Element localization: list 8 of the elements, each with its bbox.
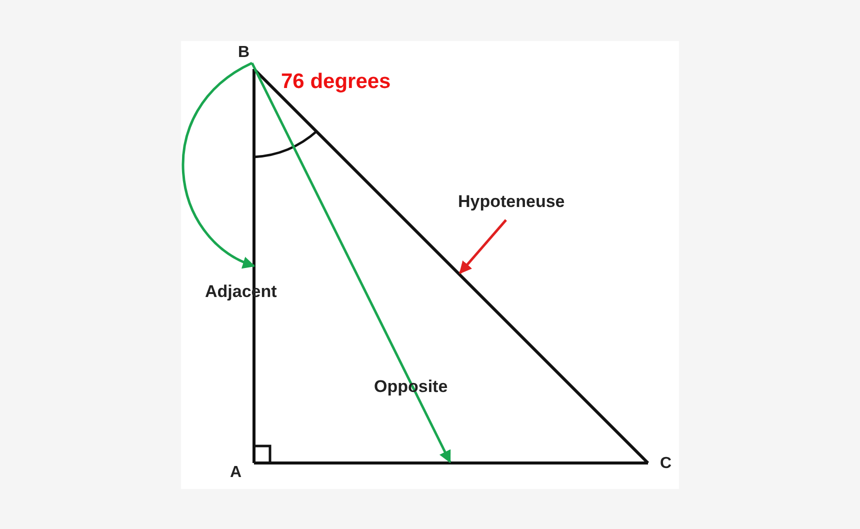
leader-arrow	[250, 62, 452, 464]
vertex-label: A	[230, 464, 242, 482]
vertex-label: B	[238, 44, 250, 62]
vertex-label: C	[660, 455, 672, 473]
leader-arrow	[182, 62, 256, 268]
leader-arrow	[459, 219, 507, 274]
angle-label: 76 degrees	[281, 70, 391, 94]
side-label: Hypoteneuse	[458, 192, 565, 212]
